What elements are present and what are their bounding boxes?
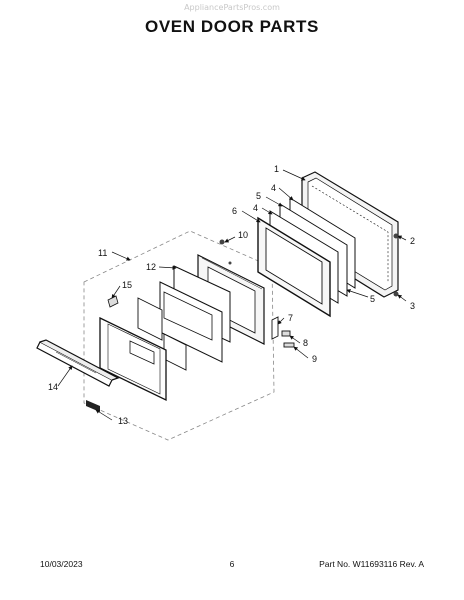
- callout-7: 7: [288, 313, 293, 323]
- footer-part-number: Part No. W11693116 Rev. A: [319, 559, 424, 569]
- callout-6: 6: [232, 206, 237, 216]
- leader-lines: [57, 169, 407, 421]
- door-handle-part: [36, 339, 120, 387]
- callout-4-top: 4: [271, 183, 276, 193]
- inner-door-panel: [197, 254, 265, 345]
- callout-3: 3: [410, 301, 415, 311]
- window-frame-part: [257, 216, 331, 318]
- callout-8: 8: [303, 338, 308, 348]
- outer-door-panel: [99, 316, 167, 402]
- assembly-outline: [83, 230, 275, 441]
- callout-15: 15: [122, 280, 132, 290]
- callout-2: 2: [410, 236, 415, 246]
- window-glass-inner: [163, 291, 213, 341]
- callout-9: 9: [312, 354, 317, 364]
- page-title: OVEN DOOR PARTS: [145, 17, 319, 36]
- watermark: AppliancePartsPros.com: [184, 3, 280, 12]
- callout-14: 14: [48, 382, 58, 392]
- footer-page-number: 6: [229, 559, 235, 569]
- callout-5-top: 5: [256, 191, 261, 201]
- footer-date: 10/03/2023: [40, 559, 83, 569]
- callout-12: 12: [146, 262, 156, 272]
- screw-icons: [219, 233, 399, 297]
- glass-insert-left: [137, 297, 163, 341]
- callout-1: 1: [274, 164, 279, 174]
- hinge-parts: [271, 316, 295, 348]
- callout-4-front: 4: [253, 203, 258, 213]
- callout-13: 13: [118, 416, 128, 426]
- clip-part: [107, 295, 119, 308]
- callout-10: 10: [238, 230, 248, 240]
- callout-5-bottom: 5: [370, 294, 375, 304]
- vent-piece-part: [86, 400, 100, 412]
- callout-11: 11: [98, 248, 107, 258]
